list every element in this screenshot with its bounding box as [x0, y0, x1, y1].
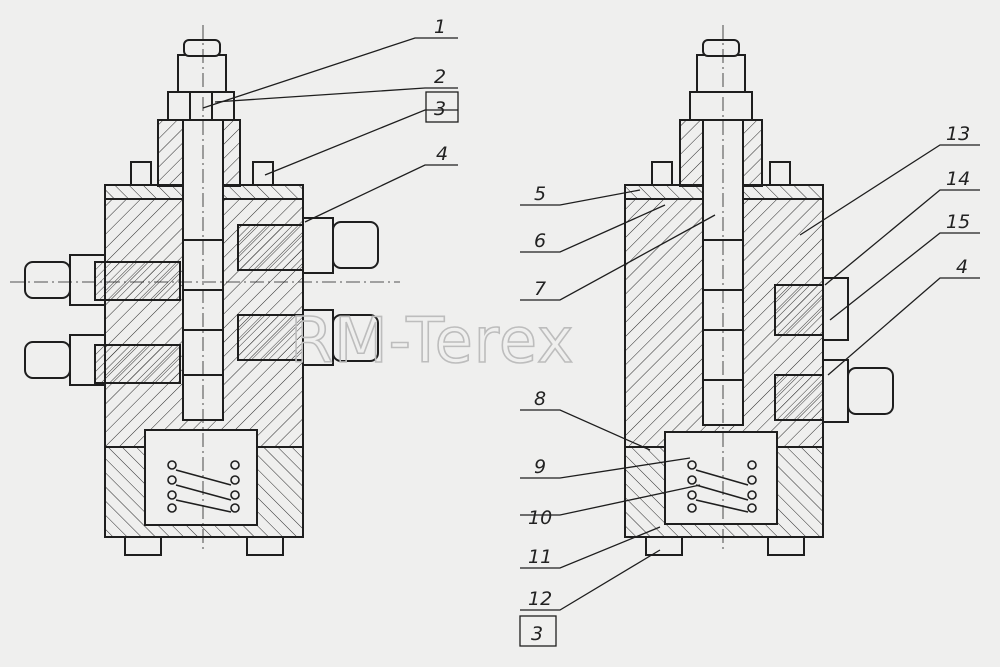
callout-6: 6: [534, 230, 546, 252]
bolt-top-left: [130, 161, 152, 186]
callout-13: 13: [946, 123, 970, 145]
bolt-bottom-left: [124, 536, 162, 556]
callout-1: 1: [434, 16, 446, 38]
callout-14: 14: [946, 168, 970, 190]
callout-12: 12: [528, 588, 552, 610]
callout-8: 8: [534, 388, 546, 410]
callout-7: 7: [534, 278, 546, 300]
callout-4-right: 4: [956, 256, 968, 278]
callout-box-3-left: [425, 91, 459, 123]
callout-box-3-right: [519, 615, 557, 647]
spring-r: [687, 460, 757, 513]
fitting-4-r: [822, 359, 849, 423]
callout-10: 10: [528, 507, 552, 529]
fitting-right-lower: [302, 309, 334, 366]
bolt-top-right: [252, 161, 274, 186]
labels-right: 5 6 7 8 9 10 11 12 3 13 14 15 4: [528, 123, 970, 645]
callout-15: 15: [946, 211, 970, 233]
watermark: RM-Terex: [290, 304, 575, 377]
left-view: [10, 25, 400, 556]
callout-5: 5: [534, 183, 546, 205]
labels-left: 1 2 3 4: [434, 16, 448, 165]
callout-11: 11: [528, 546, 552, 568]
callout-2: 2: [434, 66, 446, 88]
callout-3-right: 3: [531, 623, 543, 645]
bolt-bottom-right: [246, 536, 284, 556]
callout-3: 3: [434, 98, 446, 120]
right-view: [624, 25, 894, 556]
spring: [167, 460, 240, 513]
fitting-right-upper: [302, 217, 334, 274]
callout-9: 9: [534, 456, 546, 478]
fitting-top: [177, 54, 227, 93]
callout-4: 4: [436, 143, 448, 165]
nut-1: [167, 91, 235, 121]
leader-lines: [202, 37, 980, 611]
